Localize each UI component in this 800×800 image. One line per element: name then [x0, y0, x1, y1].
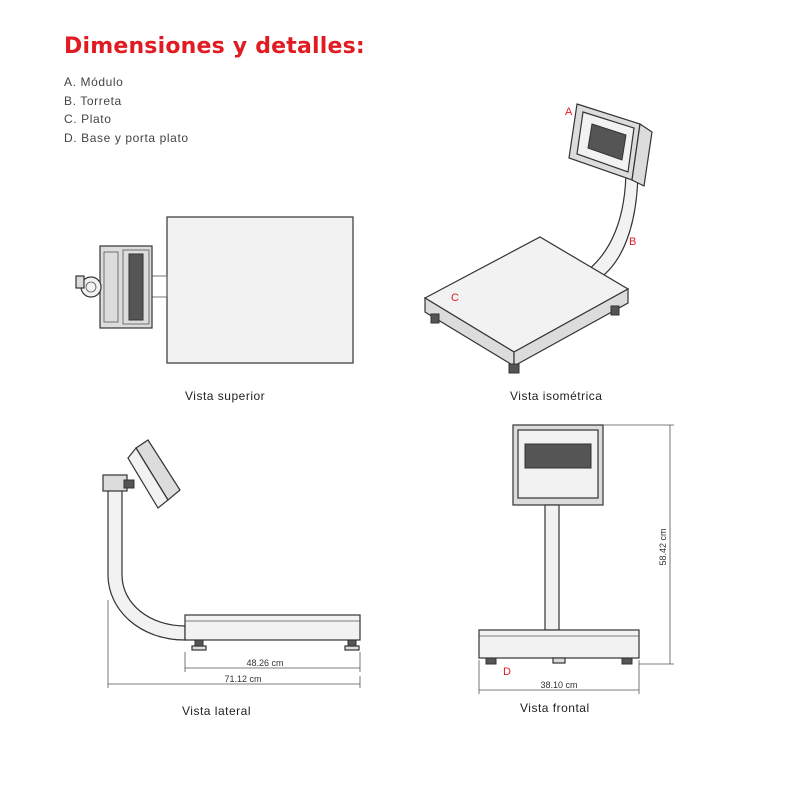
- side-view-foot-pad-1: [191, 645, 207, 651]
- legend-item-plate: C. Plato: [64, 112, 112, 126]
- side-view-foot-2: [347, 639, 357, 647]
- legend-item-base: D. Base y porta plato: [64, 130, 189, 145]
- side-view-foot-1: [194, 639, 204, 647]
- caption-iso-view: Vista isométrica: [510, 389, 603, 403]
- top-view-drawing: [75, 216, 354, 364]
- top-view-module-face: [122, 249, 150, 325]
- dim-front-height: 58.42 cm: [658, 528, 668, 565]
- side-view-drawing: [102, 439, 361, 688]
- iso-view-plate-side: [513, 287, 629, 368]
- iso-view-column: [586, 167, 639, 279]
- callout-d: D: [503, 666, 511, 678]
- front-view-plate: [478, 629, 640, 659]
- iso-view-display: [587, 123, 627, 161]
- iso-view-foot-3: [610, 305, 620, 316]
- top-view-knob-screw: [75, 275, 85, 289]
- front-view-foot-1: [485, 657, 497, 665]
- callout-a: A: [565, 106, 573, 118]
- iso-view-drawing: [423, 103, 653, 374]
- dim-front-width: 38.10 cm: [540, 680, 577, 690]
- front-view-column: [544, 504, 560, 631]
- iso-view-foot-2: [508, 363, 520, 374]
- top-view-knob-inner: [85, 281, 97, 293]
- legend-item-module: A. Módulo: [64, 75, 124, 89]
- side-view-knob: [123, 479, 135, 489]
- top-view-plate: [166, 216, 354, 364]
- side-view-plate: [184, 614, 361, 641]
- callout-c: C: [451, 292, 459, 304]
- front-view-display: [524, 443, 592, 469]
- top-view-display: [128, 253, 144, 321]
- side-view-module-face: [127, 446, 169, 509]
- parts-legend: A. Módulo B. Torreta C. Plato D. Base y …: [64, 73, 189, 147]
- side-view-column: [107, 489, 186, 641]
- side-view-bracket: [102, 474, 128, 492]
- dim-total-length: 71.12 cm: [224, 674, 261, 684]
- iso-view-foot-1: [430, 313, 440, 324]
- front-view-drawing: [478, 424, 674, 694]
- side-view-foot-pad-2: [344, 645, 360, 651]
- caption-top-view: Vista superior: [185, 389, 266, 403]
- top-view-neck: [151, 275, 168, 298]
- top-view-module-side: [103, 251, 119, 323]
- front-view-center-foot: [552, 657, 566, 664]
- callout-b: B: [629, 236, 636, 248]
- legend-item-turret: B. Torreta: [64, 93, 122, 108]
- caption-side-view: Vista lateral: [182, 704, 251, 718]
- top-view-module: [99, 245, 153, 329]
- page-title: Dimensiones y detalles:: [64, 34, 365, 59]
- caption-front-view: Vista frontal: [520, 701, 590, 715]
- front-view-foot-2: [621, 657, 633, 665]
- iso-view-module-side: [631, 122, 653, 187]
- dim-plate-width: 48.26 cm: [246, 658, 283, 668]
